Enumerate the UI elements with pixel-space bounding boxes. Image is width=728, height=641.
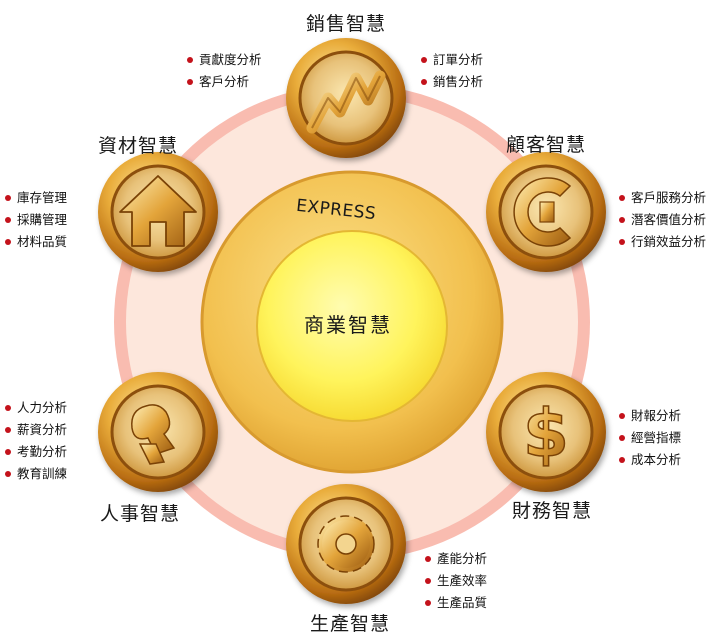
list-item: 成本分析	[618, 449, 681, 471]
coin-finance	[486, 372, 606, 492]
category-title-materials: 資材智慧	[98, 135, 179, 157]
category-title-customer: 顧客智慧	[506, 134, 587, 156]
list-item: 潛客價值分析	[618, 209, 706, 231]
hr-list: 人力分析 薪資分析 考勤分析 教育訓練	[4, 397, 67, 485]
list-item: 經營指標	[618, 427, 681, 449]
dollar-sign-icon: $	[523, 395, 569, 472]
list-item: 銷售分析	[420, 71, 483, 93]
list-item: 行銷效益分析	[618, 231, 706, 253]
list-item: 生產品質	[424, 592, 487, 614]
list-item: 財報分析	[618, 405, 681, 427]
gear-icon	[317, 515, 375, 573]
house-icon	[119, 175, 197, 247]
list-item: 材料品質	[4, 231, 67, 253]
list-item: 人力分析	[4, 397, 67, 419]
list-item: 薪資分析	[4, 419, 67, 441]
list-item: 訂單分析	[420, 49, 483, 71]
hub-title: 商業智慧	[304, 313, 392, 337]
list-item: 貢獻度分析	[186, 49, 262, 71]
production-list: 產能分析 生產效率 生產品質	[424, 548, 487, 614]
person-icon	[131, 404, 176, 465]
list-item: 考勤分析	[4, 441, 67, 463]
category-title-finance: 財務智慧	[512, 500, 593, 522]
center-disc	[256, 230, 448, 422]
category-title-production: 生產智慧	[310, 613, 391, 635]
materials-list: 庫存管理 採購管理 材料品質	[4, 187, 67, 253]
category-title-sales: 銷售智慧	[306, 13, 387, 35]
letter-c-icon	[513, 177, 572, 247]
finance-list: 財報分析 經營指標 成本分析	[618, 405, 681, 471]
list-item: 客戶分析	[186, 71, 262, 93]
customer-list: 客戶服務分析 潛客價值分析 行銷效益分析	[618, 187, 706, 253]
category-title-hr: 人事智慧	[100, 503, 181, 525]
list-item: 客戶服務分析	[618, 187, 706, 209]
list-item: 生產效率	[424, 570, 487, 592]
sales-list-right: 訂單分析 銷售分析	[420, 49, 483, 93]
list-item: 教育訓練	[4, 463, 67, 485]
sales-list-left: 貢獻度分析 客戶分析	[186, 49, 262, 93]
list-item: 庫存管理	[4, 187, 67, 209]
list-item: 產能分析	[424, 548, 487, 570]
list-item: 採購管理	[4, 209, 67, 231]
